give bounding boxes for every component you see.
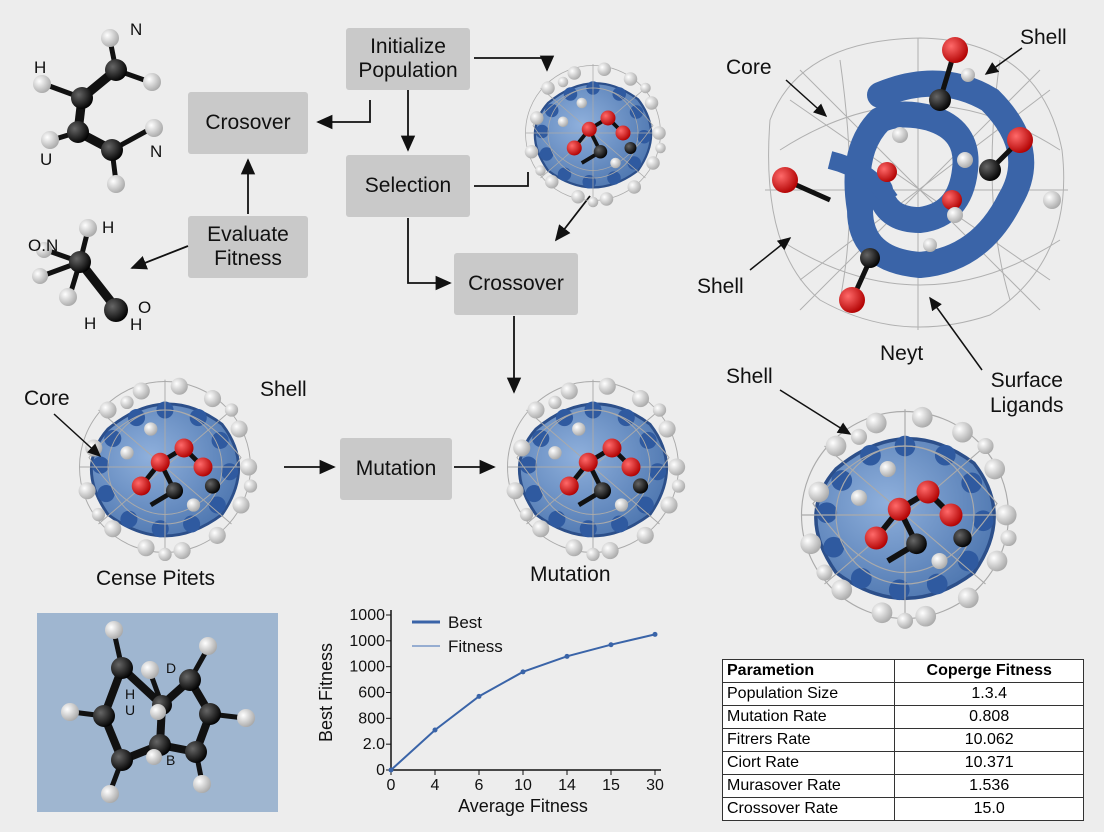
nanoparticle-large-right — [765, 37, 1068, 330]
series-line — [391, 634, 655, 770]
label-core-top: Core — [726, 56, 772, 80]
label-shell-right: Shell — [697, 275, 744, 299]
table-cell: Mutation Rate — [723, 706, 895, 729]
table-header: Coperge Fitness — [895, 660, 1084, 683]
table-cell: Ciort Rate — [723, 752, 895, 775]
x-tick-label: 0 — [387, 777, 396, 794]
legend-label-fitness: Fitness — [448, 637, 503, 656]
nanoparticle-center — [507, 378, 686, 561]
x-tick-label: 30 — [646, 777, 664, 794]
x-tick-label: 15 — [602, 777, 620, 794]
y-tick-label: 600 — [358, 685, 385, 702]
atom-label: U — [40, 150, 52, 170]
legend-label-best: Best — [448, 613, 482, 632]
inset-molecule-panel — [37, 613, 278, 812]
series-point — [609, 642, 614, 647]
label-core-left: Core — [24, 387, 70, 411]
x-tick-label: 6 — [475, 777, 484, 794]
atom-label: U — [125, 702, 135, 718]
atom-label: B — [166, 752, 175, 768]
atom-label: H — [130, 315, 142, 335]
y-tick-label: 800 — [358, 710, 385, 727]
table-header-row: Parametion Coperge Fitness — [723, 660, 1084, 683]
atom-label: H — [125, 686, 135, 702]
table-cell: Crossover Rate — [723, 798, 895, 821]
table-cell: Fitrers Rate — [723, 729, 895, 752]
parameter-table: Parametion Coperge Fitness Population Si… — [722, 659, 1084, 821]
table-header: Parametion — [723, 660, 895, 683]
label-cense-pitets: Cense Pitets — [96, 567, 215, 591]
label-shell-left: Shell — [260, 378, 307, 402]
y-axis-label: Best Fitness — [316, 643, 336, 742]
atom-label: D — [166, 660, 176, 676]
series-point — [565, 654, 570, 659]
nanoparticle-top-center — [525, 63, 666, 208]
nanoparticle-right-bottom — [800, 407, 1016, 629]
table-cell: Murasover Rate — [723, 775, 895, 798]
x-tick-label: 10 — [514, 777, 532, 794]
label-neyt: Neyt — [880, 342, 923, 366]
atom-label: N — [150, 142, 162, 162]
y-tick-label: 1000 — [349, 659, 385, 676]
y-tick-label: 1000 — [349, 607, 385, 624]
table-cell: 1.536 — [895, 775, 1084, 798]
y-tick-label: 1000 — [349, 633, 385, 650]
nanoparticle-left — [79, 378, 258, 561]
y-tick-label: 0 — [376, 762, 385, 779]
series-point — [653, 632, 658, 637]
molecule-top-left — [33, 29, 163, 193]
x-tick-label: 4 — [431, 777, 440, 794]
fitness-chart-svg: 0 4 6 10 14 15 30 0 2.0 800 600 1000 1000 1000Average… — [300, 600, 700, 820]
atom-label: H — [34, 58, 46, 78]
label-shell-top: Shell — [1020, 26, 1067, 50]
table-cell: Population Size — [723, 683, 895, 706]
series-point — [521, 669, 526, 674]
atom-label: O.N — [28, 236, 58, 256]
x-tick-label: 14 — [558, 777, 576, 794]
atom-label: H — [102, 218, 114, 238]
table-cell: 10.062 — [895, 729, 1084, 752]
y-tick-label: 2.0 — [363, 736, 385, 753]
series-point — [433, 727, 438, 732]
label-surface-ligands: Surface Ligands — [990, 368, 1064, 418]
label-shell-right2: Shell — [726, 365, 773, 389]
flow-arrows — [132, 58, 590, 467]
table-cell: 15.0 — [895, 798, 1084, 821]
table-cell: 1.3.4 — [895, 683, 1084, 706]
series-point — [477, 694, 482, 699]
table-cell: 0.808 — [895, 706, 1084, 729]
atom-label: H — [84, 314, 96, 334]
label-mutation-caption: Mutation — [530, 563, 611, 587]
series-point — [389, 768, 394, 773]
x-axis-label: Average Fitness — [458, 796, 588, 816]
atom-label: N — [130, 20, 142, 40]
table-cell: 10.371 — [895, 752, 1084, 775]
